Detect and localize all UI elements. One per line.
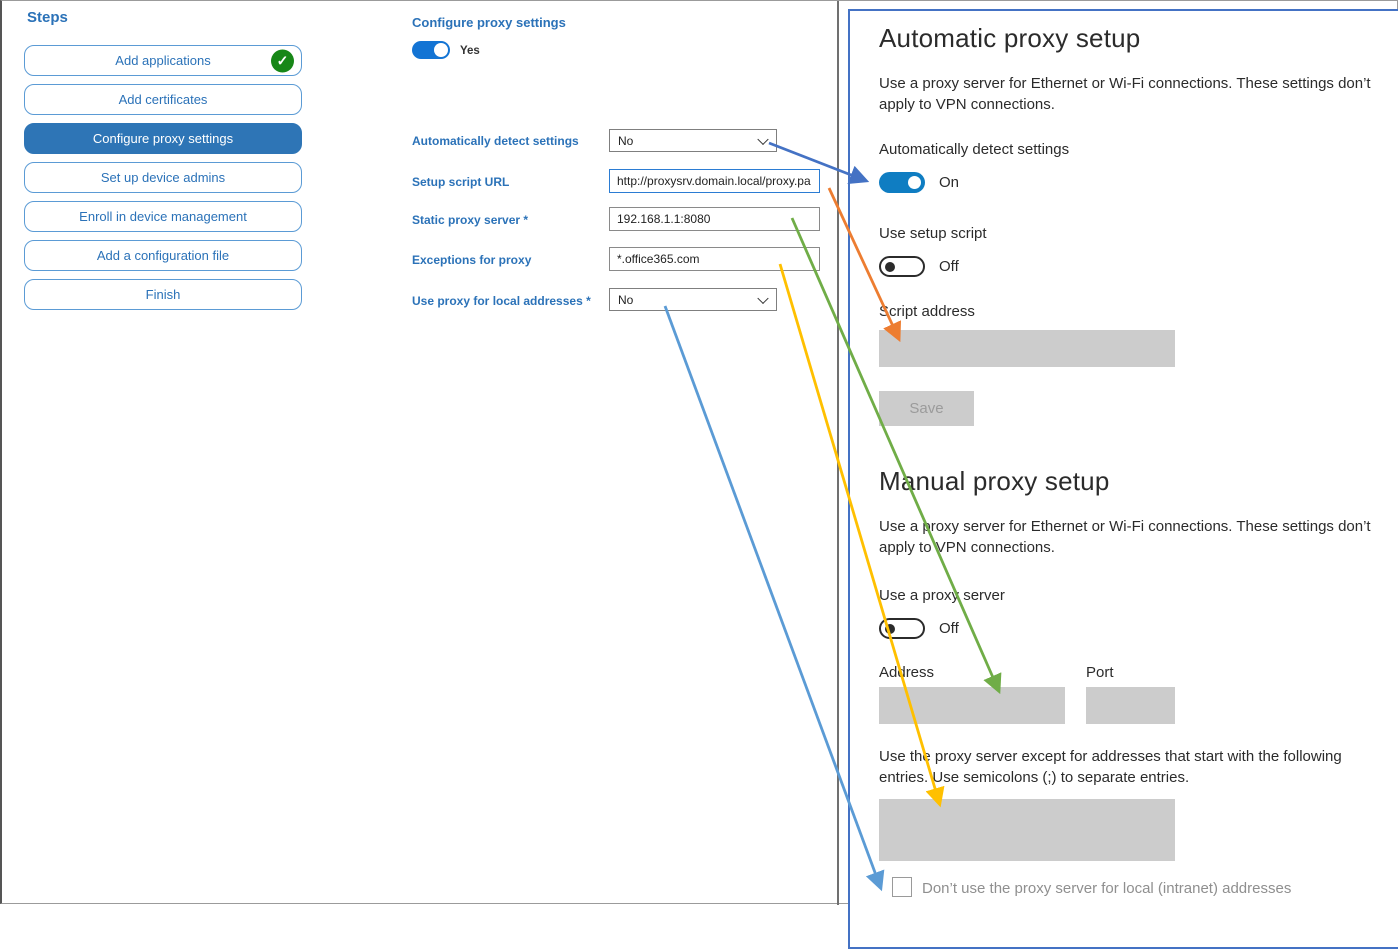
automatic-proxy-setup-heading: Automatic proxy setup — [879, 23, 1141, 53]
local-addresses-checkbox-label: Don’t use the proxy server for local (in… — [922, 880, 1292, 897]
use-a-proxy-server-label: Use a proxy server — [879, 587, 1005, 604]
sidebar-item-add-applications[interactable]: Add applications ✓ — [24, 45, 302, 76]
steps-title: Steps — [27, 9, 68, 26]
use-setup-script-toggle[interactable] — [879, 256, 925, 277]
selected-value: No — [618, 292, 634, 307]
use-setup-script-state: Off — [939, 258, 959, 275]
configure-proxy-toggle-label: Yes — [460, 45, 480, 57]
field-label-automatically-detect-settings: Automatically detect settings — [412, 134, 579, 148]
field-label-setup-script-url: Setup script URL — [412, 175, 510, 189]
detect-settings-label: Automatically detect settings — [879, 141, 1070, 158]
sidebar-item-enroll-in-device-management[interactable]: Enroll in device management — [24, 201, 302, 232]
step-label: Finish — [145, 287, 181, 302]
configure-proxy-toggle[interactable] — [412, 41, 450, 59]
use-a-proxy-server-state: Off — [939, 620, 959, 637]
detect-settings-state: On — [939, 174, 960, 191]
step-label: Set up device admins — [100, 170, 226, 185]
address-label: Address — [879, 664, 935, 681]
detect-settings-toggle[interactable] — [879, 172, 925, 193]
manual-proxy-description: Use a proxy server for Ethernet or Wi-Fi… — [879, 518, 1371, 556]
sidebar-item-add-a-configuration-file[interactable]: Add a configuration file — [24, 240, 302, 271]
sidebar-item-configure-proxy-settings[interactable]: Configure proxy settings — [24, 123, 302, 154]
automatically-detect-settings-select[interactable]: No — [609, 129, 777, 152]
step-label: Enroll in device management — [79, 209, 247, 224]
chevron-down-icon — [757, 292, 769, 304]
pane-divider — [837, 1, 839, 905]
proxy-port-input[interactable] — [1086, 687, 1175, 724]
save-button[interactable]: Save — [879, 391, 974, 426]
sidebar-item-set-up-device-admins[interactable]: Set up device admins — [24, 162, 302, 193]
use-a-proxy-server-toggle[interactable] — [879, 618, 925, 639]
field-label-static-proxy-server: Static proxy server * — [412, 213, 529, 227]
step-label: Configure proxy settings — [92, 131, 234, 146]
sidebar-item-finish[interactable]: Finish — [24, 279, 302, 310]
automatic-proxy-description: Use a proxy server for Ethernet or Wi-Fi… — [879, 75, 1371, 113]
proxy-address-input[interactable] — [879, 687, 1065, 724]
step-label: Add a configuration file — [96, 248, 230, 263]
page-title: Configure proxy settings — [412, 15, 566, 30]
check-icon: ✓ — [271, 49, 294, 72]
use-proxy-for-local-addresses-select[interactable]: No — [609, 288, 777, 311]
chevron-down-icon — [757, 133, 769, 145]
field-label-exceptions-for-proxy: Exceptions for proxy — [412, 253, 532, 267]
setup-script-url-input[interactable] — [609, 169, 820, 193]
script-address-input[interactable] — [879, 330, 1175, 367]
step-label: Add certificates — [118, 92, 208, 107]
sidebar-item-add-certificates[interactable]: Add certificates — [24, 84, 302, 115]
proxy-exceptions-description: Use the proxy server except for addresse… — [879, 748, 1342, 786]
step-label: Add applications — [115, 53, 211, 68]
local-addresses-checkbox[interactable] — [892, 877, 912, 897]
manual-proxy-setup-heading: Manual proxy setup — [879, 466, 1110, 496]
field-label-use-proxy-for-local-addresses: Use proxy for local addresses * — [412, 294, 591, 308]
static-proxy-server-input[interactable] — [609, 207, 820, 231]
selected-value: No — [618, 133, 634, 148]
port-label: Port — [1086, 664, 1114, 681]
use-setup-script-label: Use setup script — [879, 225, 987, 242]
proxy-exceptions-textarea[interactable] — [879, 799, 1175, 861]
exceptions-for-proxy-input[interactable] — [609, 247, 820, 271]
windows-proxy-settings-panel: Automatic proxy setup Use a proxy server… — [848, 9, 1398, 949]
script-address-label: Script address — [879, 303, 975, 320]
